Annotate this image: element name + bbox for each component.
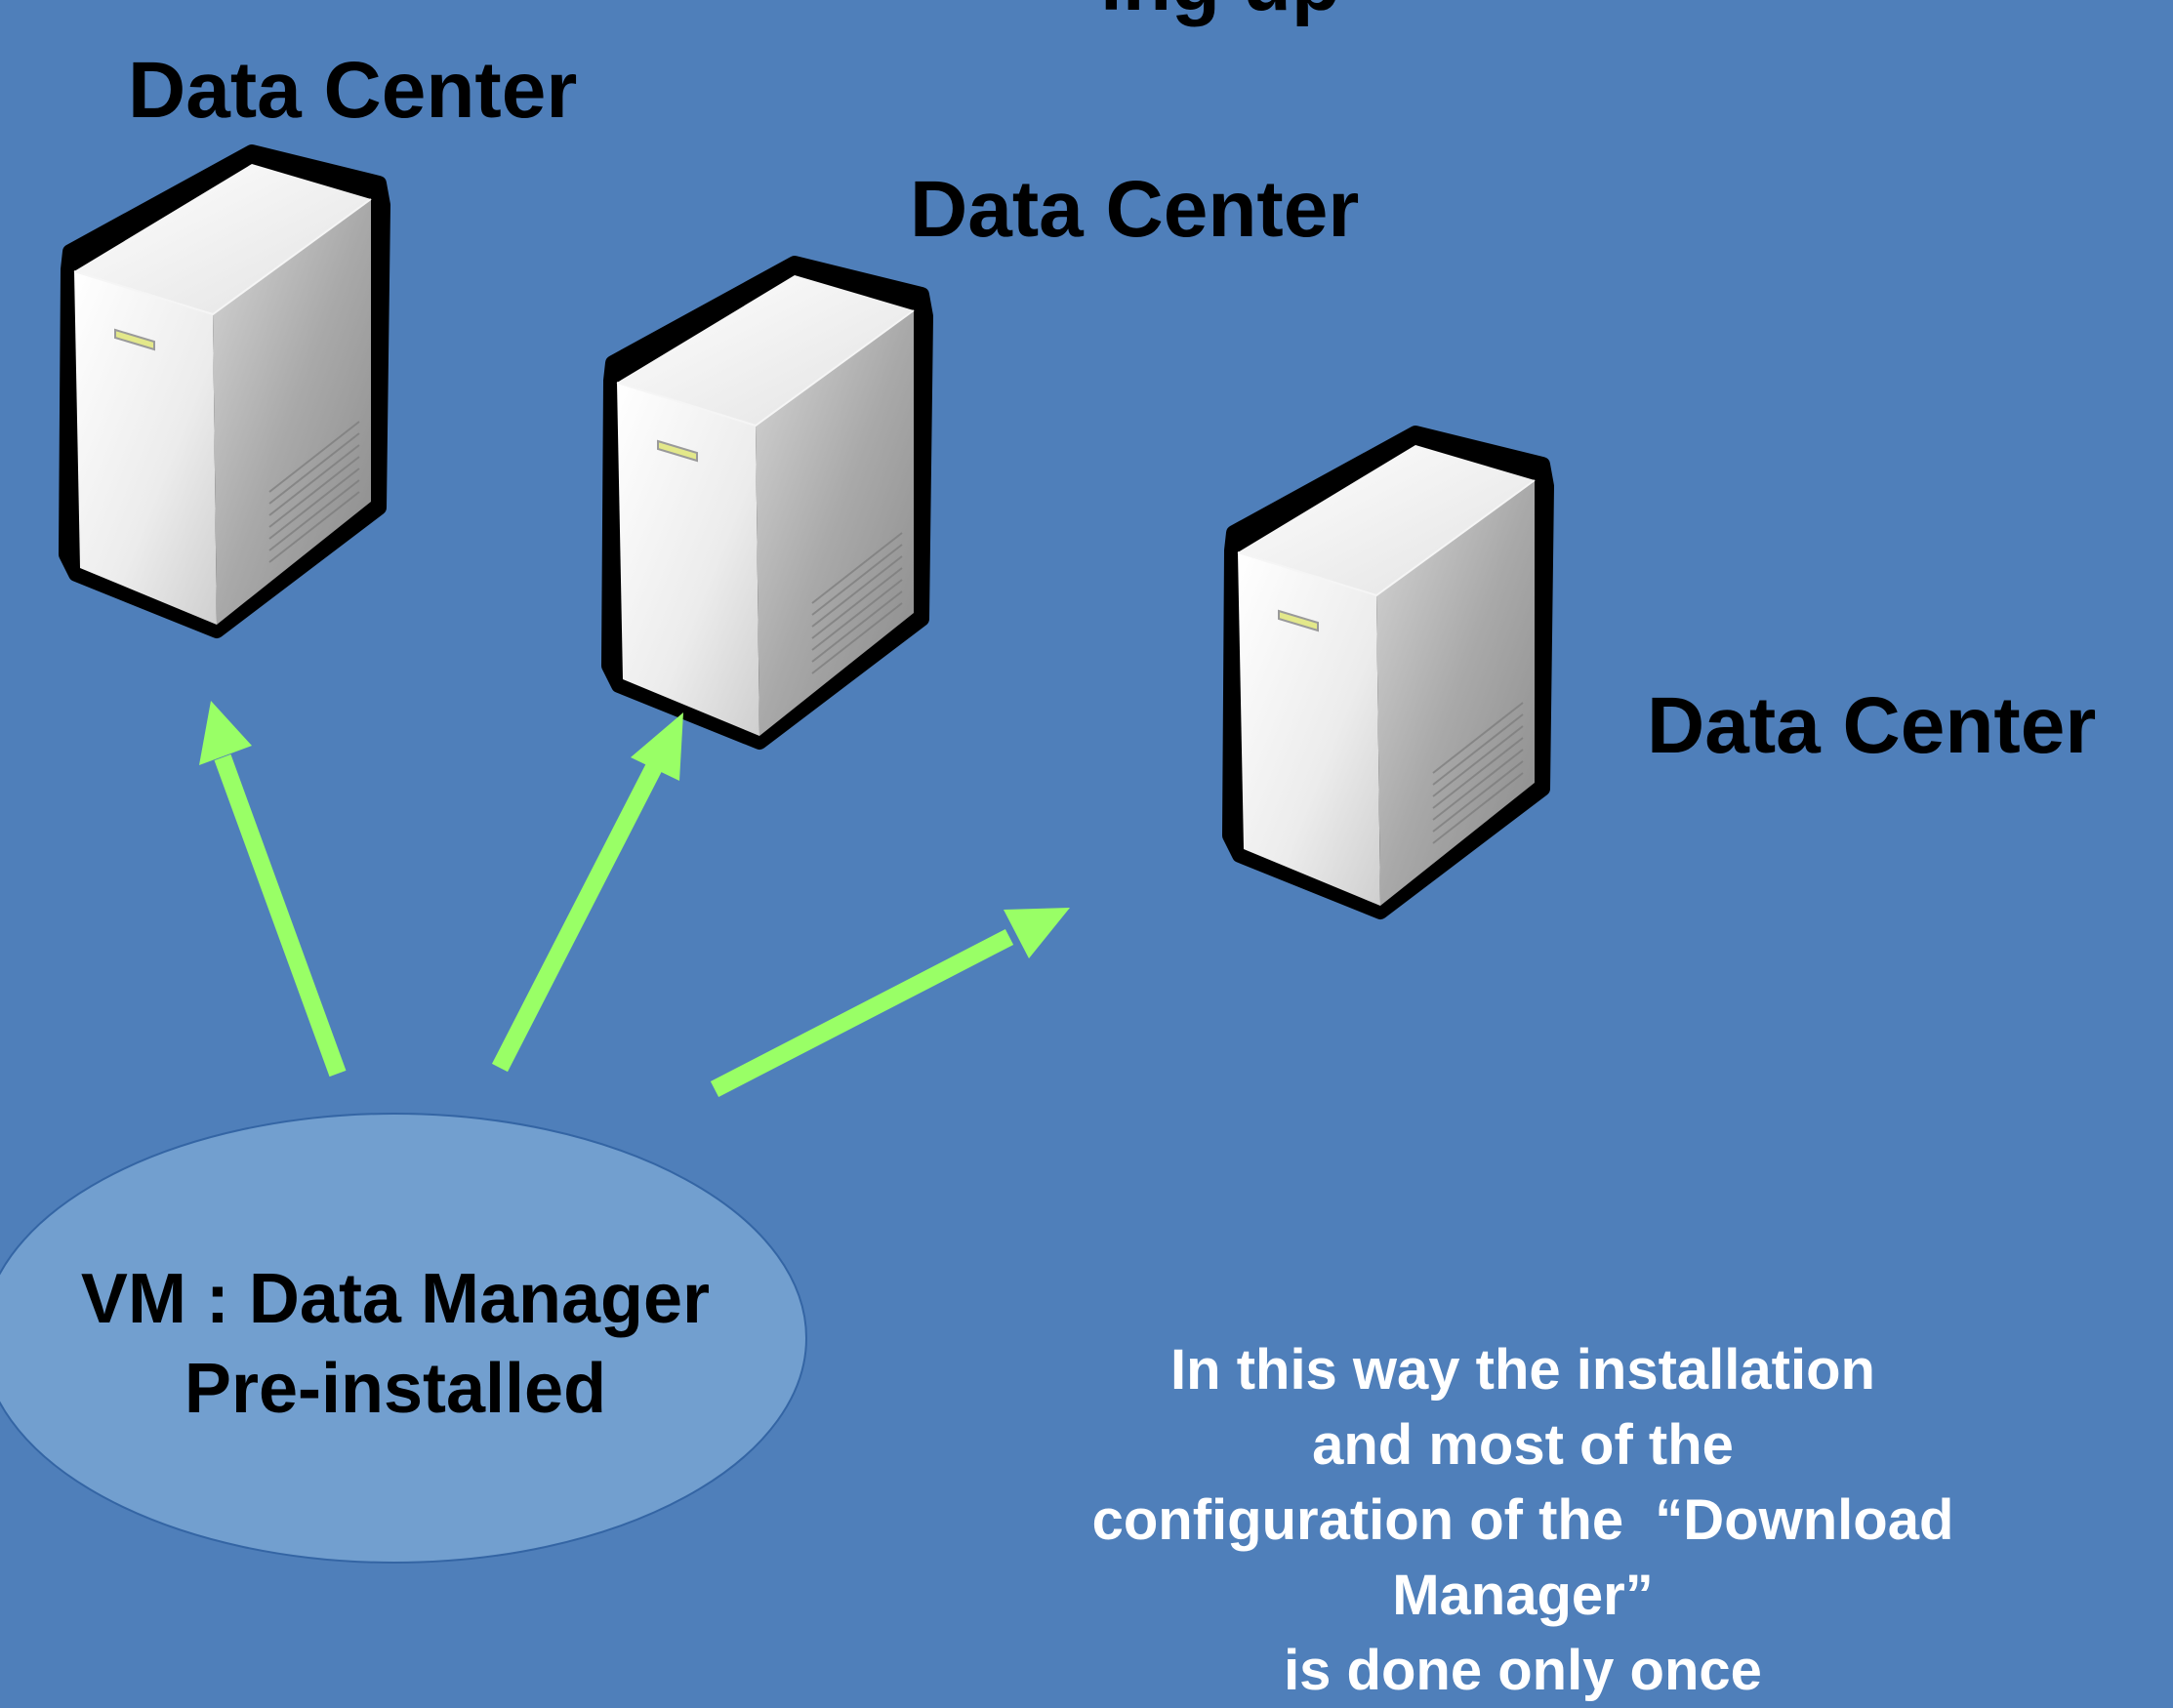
note-line: is done only once [1284,1639,1762,1702]
vm-ellipse [0,1113,807,1564]
note-line: Manager” [1392,1564,1654,1627]
data-center-label: Data Center [910,165,1360,254]
vm-label-line: Pre-installed [184,1350,607,1428]
vm-label-line: VM : Data Manager [80,1260,711,1338]
arrow-to-data-center-1 [199,701,347,1078]
vm-label: VM : Data Manager Pre-installed [0,1254,791,1434]
data-center-label: Data Center [128,46,578,135]
note-line: and most of the [1312,1413,1734,1477]
data-center-label: Data Center [1647,681,2097,770]
server-icon [66,152,383,630]
arrow-to-data-center-3 [710,908,1070,1097]
note-line: In this way the installation [1170,1338,1875,1402]
server-icon [1230,433,1546,912]
server-icon [609,264,925,742]
note-line: configuration of the “Download [1091,1488,1954,1552]
arrow-to-data-center-2 [491,712,683,1073]
explanation-note: In this way the installation and most of… [986,1332,2060,1708]
slide-title: ing up [879,0,1562,23]
